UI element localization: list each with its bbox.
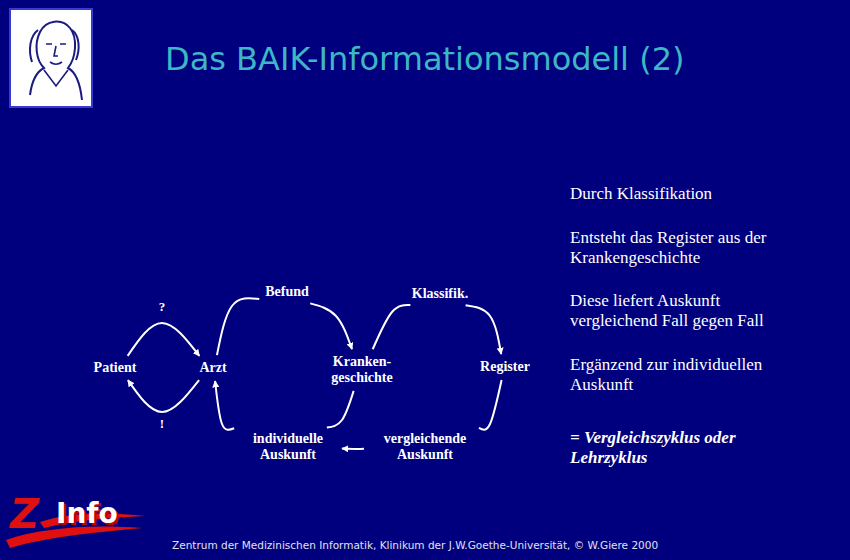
explanation-text: Ergänzend zur individuellen Auskunft — [570, 355, 798, 396]
edge-label: ! — [158, 417, 166, 431]
node-label: Register — [480, 359, 530, 375]
cycle-arc — [217, 298, 259, 355]
node-label: Befund — [265, 284, 309, 300]
summary-text: = Vergleichszyklus oder Lehrzyklus — [570, 428, 798, 469]
cycle-arc — [128, 380, 199, 412]
node-label: Klassifik. — [412, 286, 468, 302]
cycle-arc — [479, 380, 502, 430]
logo-letter: Z — [10, 494, 39, 534]
slide-title: Das BAIK-Informationsmodell (2) — [165, 40, 684, 78]
cycle-node: Befund — [262, 282, 312, 302]
node-label: Patient — [94, 360, 137, 376]
cycle-arc — [215, 381, 234, 430]
footer-note: Zentrum der Medizinischen Informatik, Kl… — [172, 539, 658, 551]
cycle-arc — [327, 391, 354, 428]
explanation-text: Diese liefert Auskunft vergleichend Fall… — [570, 291, 798, 332]
node-label: individuelle Auskunft — [240, 431, 336, 463]
cycle-node: individuelle Auskunft — [237, 429, 339, 465]
explanation-text: Entsteht das Register aus der Krankenges… — [570, 228, 798, 269]
cycle-arc — [373, 305, 411, 349]
cycle-node: Patient — [91, 358, 140, 378]
cycle-arc — [342, 448, 364, 450]
edge-label: ? — [157, 300, 168, 314]
node-label: Arzt — [199, 360, 226, 376]
cycle-arc — [466, 305, 502, 354]
goethe-portrait — [10, 9, 92, 107]
node-label: vergleichende Auskunft — [370, 431, 480, 463]
cycle-node: Arzt — [196, 358, 229, 378]
cycle-node: vergleichende Auskunft — [367, 429, 483, 465]
cycle-arc — [310, 303, 352, 349]
explanation-text: Durch Klassifikation — [570, 184, 798, 204]
cycle-node: Kranken- geschichte — [316, 352, 408, 388]
cycle-arc — [128, 323, 200, 356]
node-label: Kranken- geschichte — [319, 354, 405, 386]
cycle-node: Klassifik. — [409, 284, 471, 304]
logo-text: Info — [56, 500, 118, 528]
cycle-node: Register — [477, 357, 533, 377]
